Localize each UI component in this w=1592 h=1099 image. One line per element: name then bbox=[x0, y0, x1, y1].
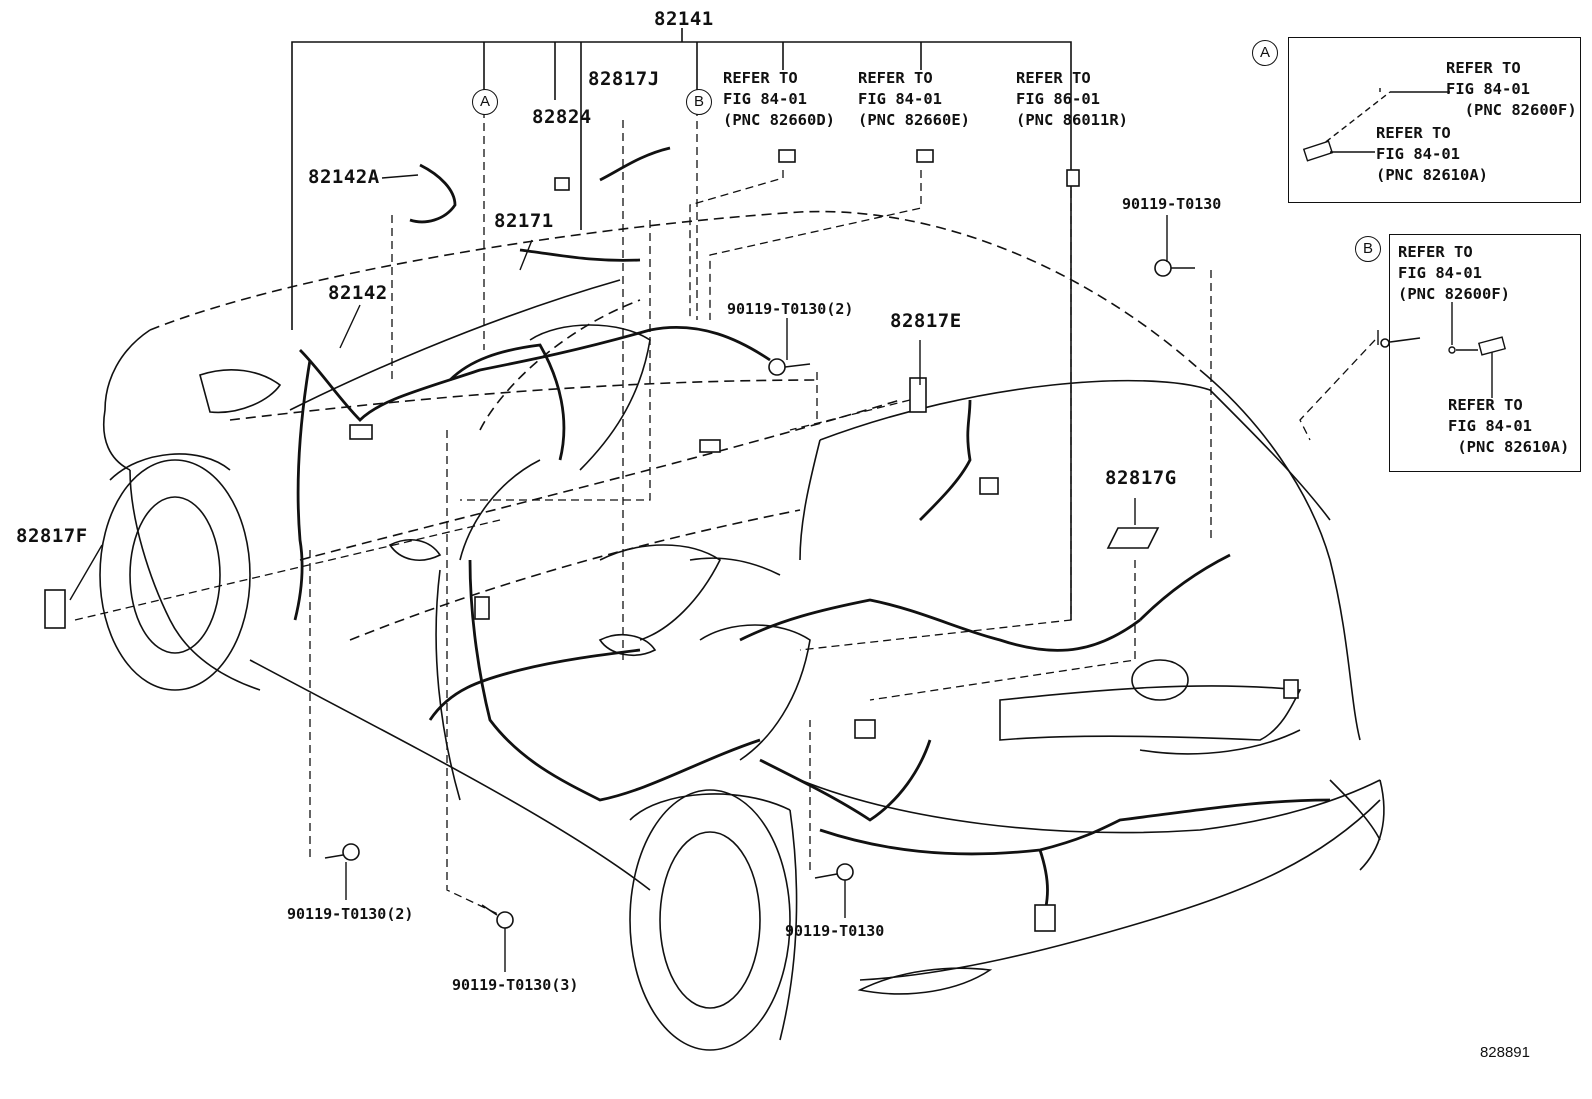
detail-a-box bbox=[1288, 37, 1581, 203]
detail-b-box bbox=[1389, 234, 1581, 472]
part-label-82142A: 82142A bbox=[308, 166, 380, 188]
detail-a-drawing bbox=[1302, 91, 1450, 162]
callout-a-marker: A bbox=[472, 89, 498, 115]
bolt-label-bottom-center: 90119-T0130(3) bbox=[452, 976, 579, 994]
bolt-label-bottom-right: 90119-T0130 bbox=[785, 922, 885, 940]
detail-a-ref-top: REFER TO FIG 84-01 (PNC 82600F) bbox=[1446, 59, 1577, 119]
detail-b-marker: B bbox=[1355, 236, 1381, 262]
part-label-82142: 82142 bbox=[328, 282, 388, 304]
figure-number: 828891 bbox=[1479, 1044, 1530, 1061]
bolt-label-center: 90119-T0130(2) bbox=[727, 300, 854, 318]
harness-wires bbox=[293, 146, 1331, 931]
reference-note-82660D: REFER TO FIG 84-01 (PNC 82660D) bbox=[723, 69, 835, 129]
detail-a-ref-bottom: REFER TO FIG 84-01 (PNC 82610A) bbox=[1376, 124, 1488, 184]
leader-lines bbox=[74, 108, 1376, 916]
part-label-82824: 82824 bbox=[532, 106, 592, 128]
part-label-82141: 82141 bbox=[654, 8, 714, 30]
detail-a-marker: A bbox=[1252, 40, 1278, 66]
bolt-label-top-right: 90119-T0130 bbox=[1122, 195, 1222, 213]
part-label-82171: 82171 bbox=[494, 210, 554, 232]
part-bracket-82141 bbox=[291, 28, 1072, 620]
reference-note-86011R: REFER TO FIG 86-01 (PNC 86011R) bbox=[1016, 69, 1128, 129]
part-label-82817G: 82817G bbox=[1105, 467, 1177, 489]
part-label-82817E: 82817E bbox=[890, 310, 962, 332]
bolt-label-bottom-left: 90119-T0130(2) bbox=[287, 905, 414, 923]
reference-note-82660E: REFER TO FIG 84-01 (PNC 82660E) bbox=[858, 69, 970, 129]
detail-b-ref-top: REFER TO FIG 84-01 (PNC 82600F) bbox=[1398, 243, 1510, 303]
vehicle-body-outline bbox=[99, 210, 1385, 1051]
part-label-82817J: 82817J bbox=[588, 68, 660, 90]
bolts bbox=[324, 259, 1421, 929]
part-label-82817F: 82817F bbox=[16, 525, 88, 547]
solid-leaders bbox=[69, 88, 1381, 972]
detail-b-drawing bbox=[1448, 302, 1507, 398]
detail-b-ref-bottom: REFER TO FIG 84-01 (PNC 82610A) bbox=[1448, 396, 1570, 456]
callout-b-marker: B bbox=[686, 89, 712, 115]
connectors bbox=[44, 149, 1299, 932]
